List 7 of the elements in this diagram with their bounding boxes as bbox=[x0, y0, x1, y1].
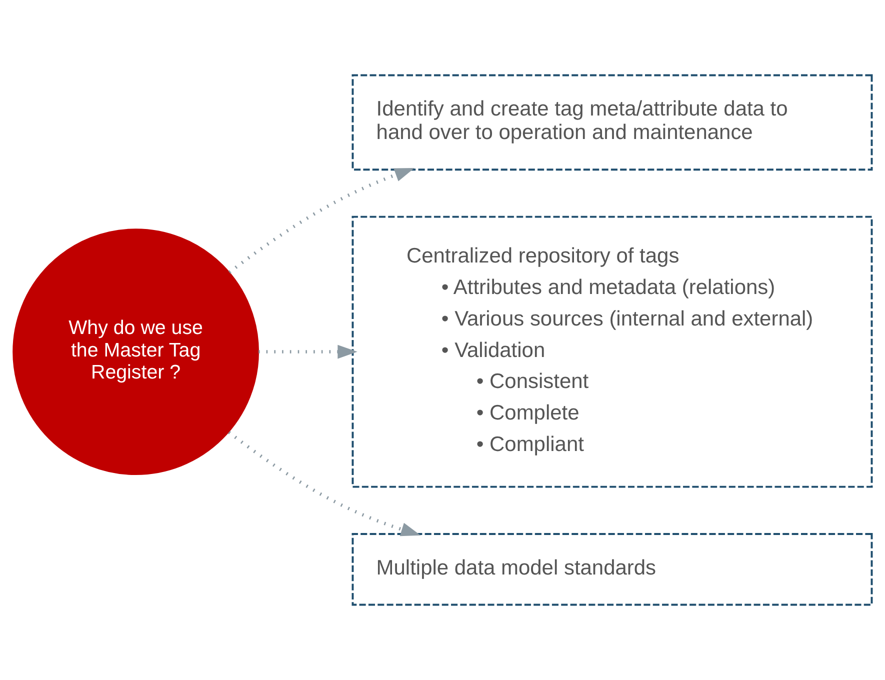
node-box: Identify and create tag meta/attribute data to hand over to operation and maintenance bbox=[352, 74, 873, 171]
node-box: Centralized repository of tags • Attributes and metadata (relations) • Various sources (internal and external) • Validation • Consistent • Complete • Compliant bbox=[352, 216, 873, 488]
node-circle: Why do we use the Master Tag Register ? bbox=[12, 228, 259, 475]
arrow bbox=[228, 168, 414, 274]
arrow bbox=[228, 430, 421, 536]
arrow bbox=[258, 344, 358, 359]
node-box: Multiple data model standards bbox=[352, 533, 873, 606]
